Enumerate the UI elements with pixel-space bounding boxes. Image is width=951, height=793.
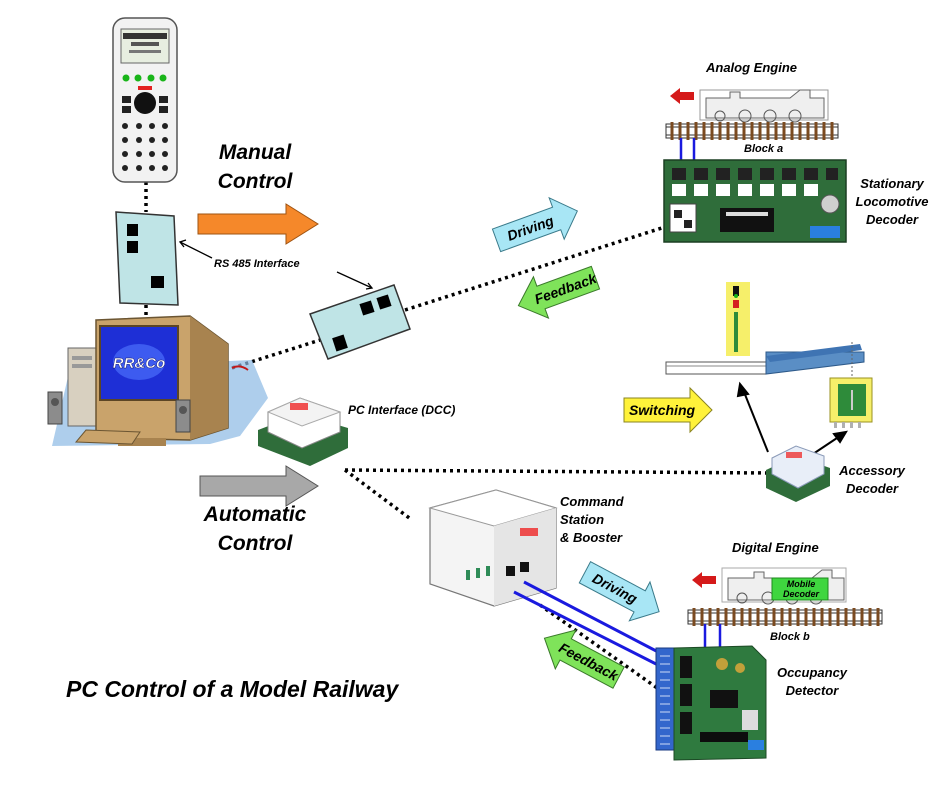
turnout-motor-accessory	[829, 377, 873, 428]
mobile-decoder-label: Mobile Decoder	[782, 579, 819, 599]
command-station-booster	[428, 489, 558, 607]
analog-engine-label: Analog Engine	[706, 60, 797, 75]
rs485-interface-box-left	[115, 211, 179, 306]
accessory-decoder-module	[766, 445, 830, 502]
command-station-label: Command Station & Booster	[560, 494, 624, 545]
occupancy-detector-board	[655, 645, 767, 761]
pc-interface-dcc-module	[258, 397, 348, 466]
rs485-interface-label: RS 485 Interface	[214, 258, 300, 270]
occupancy-detector-label: Occupancy Detector	[776, 665, 848, 698]
digital-engine-direction-arrow	[692, 572, 716, 588]
feedback-arrow-top: Feedback	[517, 265, 601, 320]
page-title: PC Control of a Model Railway	[66, 676, 399, 702]
analog-engine-direction-arrow	[670, 88, 694, 104]
manual-control-arrow	[197, 203, 319, 245]
pc-interface-to-accessory-decoder-line	[344, 468, 771, 475]
automatic-control-label: Automatic Control	[203, 503, 307, 555]
block-a-label: Block a	[744, 143, 784, 155]
automatic-control-arrow	[199, 465, 319, 507]
rs485-interface-box-middle	[309, 284, 411, 360]
driving-arrow-bottom: Driving	[578, 561, 660, 622]
rs485-pointer-arrows	[178, 239, 374, 290]
track-block-b	[687, 608, 883, 656]
signal-accessory	[726, 282, 750, 356]
track-block-a	[665, 122, 839, 170]
manual-control-label: Manual Control	[217, 141, 293, 193]
digital-engine-label: Digital Engine	[732, 540, 819, 555]
driving-arrow-top: Driving	[491, 196, 579, 253]
svg-text:Switching: Switching	[629, 402, 696, 418]
accessory-decoder-label: Accessory Decoder	[839, 463, 905, 496]
digital-engine	[721, 567, 847, 605]
stationary-decoder-board	[663, 159, 847, 243]
booster-track-cables	[513, 580, 663, 668]
block-b-label: Block b	[770, 631, 810, 643]
pc-interface-to-command-station-line	[343, 468, 414, 522]
analog-engine	[699, 89, 829, 123]
pc-interface-label: PC Interface (DCC)	[348, 403, 456, 417]
pc-computer	[47, 315, 268, 446]
stationary-decoder-label: Stationary Locomotive Decoder	[855, 176, 929, 227]
accessory-decoder-arrows	[736, 381, 848, 457]
computer-screen-label: RR&Co	[113, 355, 166, 372]
switching-arrow: Switching	[623, 386, 713, 434]
handheld-throttle	[112, 17, 178, 183]
turnout-track	[665, 342, 865, 376]
